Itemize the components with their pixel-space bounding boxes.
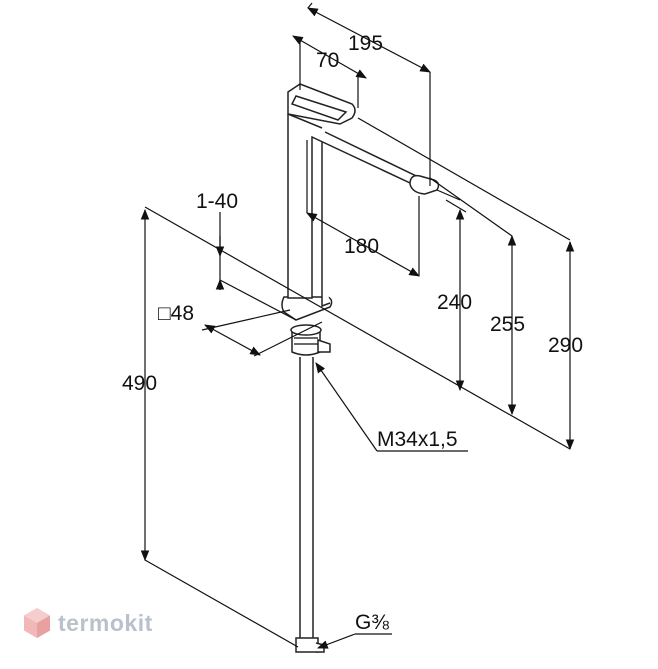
hose-connector — [295, 637, 319, 653]
dim-line-180 — [306, 212, 420, 277]
label-290: 290 — [548, 334, 583, 357]
label-70: 70 — [316, 49, 339, 72]
watermark-text: termokit — [58, 609, 153, 636]
brand-logo-icon — [24, 608, 50, 638]
bottom-reference-line — [144, 559, 299, 648]
label-255: 255 — [490, 313, 525, 336]
label-180: 180 — [344, 235, 379, 258]
label-connection: G⅜ — [355, 611, 389, 634]
connection-leader — [316, 633, 356, 649]
faucet-body — [281, 83, 440, 653]
dimension-lines — [140, 2, 575, 649]
base-plate — [281, 296, 333, 321]
label-thread: M34x1,5 — [377, 428, 458, 451]
spout-tip — [409, 174, 440, 195]
dim-line-70 — [292, 35, 367, 79]
handle-lever — [290, 95, 348, 121]
label-48: □48 — [158, 302, 194, 325]
mounting-nut — [317, 338, 331, 353]
dim-line-195 — [307, 7, 431, 73]
label-1-40: 1-40 — [196, 190, 238, 213]
label-490: 490 — [122, 372, 157, 395]
thread-leader — [315, 362, 378, 452]
label-240: 240 — [437, 291, 472, 314]
watermark: termokit — [22, 606, 153, 640]
dim-line-48 — [204, 324, 261, 356]
label-195: 195 — [348, 32, 383, 55]
